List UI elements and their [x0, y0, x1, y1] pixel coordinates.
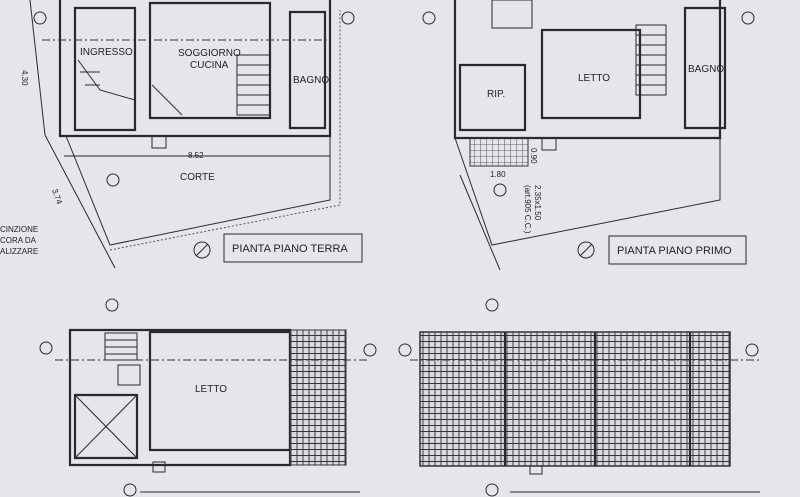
- plan-title-box: [223, 233, 363, 263]
- room-label: BAGNO: [293, 75, 329, 86]
- roof-tiles: [289, 329, 347, 466]
- section-marker-icon: [363, 343, 377, 357]
- section-marker-icon: [341, 11, 355, 25]
- north-arrow-icon: [193, 241, 211, 259]
- dimension-label: 3.74: [50, 188, 64, 206]
- dimension-label: 0.90: [529, 148, 538, 164]
- note-text: CINZIONE: [0, 225, 38, 234]
- dimension-label: 1.80: [490, 170, 506, 179]
- chimney-icon: [152, 461, 166, 473]
- section-marker-icon: [422, 11, 436, 25]
- chimney-icon: [529, 465, 543, 475]
- plan-first-floor: RIP. LETTO BAGNO 0.90 1.80 2.35x1.50 (ar…: [422, 0, 755, 271]
- section-marker-icon: [105, 298, 119, 312]
- section-marker-icon: [745, 343, 759, 357]
- plan-second-floor: LETTO: [39, 298, 377, 497]
- section-marker-icon: [398, 343, 412, 357]
- plan-title-box: [608, 235, 747, 265]
- dimension-label: 2.35x1.50: [533, 185, 542, 221]
- dimension-label: 8.52: [188, 151, 204, 160]
- section-marker-icon: [485, 483, 499, 497]
- note-text: CORA DA: [0, 236, 37, 245]
- section-marker-icon: [493, 183, 507, 197]
- plan-title: PIANTA PIANO PRIMO: [617, 245, 732, 257]
- section-marker-icon: [485, 298, 499, 312]
- room-label: CORTE: [180, 172, 215, 183]
- dimension-label: (art.905 C.C.): [523, 185, 532, 234]
- roof-tiles: [419, 331, 731, 467]
- room-label: CUCINA: [190, 60, 229, 71]
- north-arrow-icon: [577, 241, 595, 259]
- plan-roof: [398, 298, 760, 497]
- plan-title: PIANTA PIANO TERRA: [232, 243, 348, 255]
- room-label: LETTO: [195, 384, 227, 395]
- section-marker-icon: [106, 173, 120, 187]
- plan-ground-floor: INGRESSO SOGGIORNO CUCINA BAGNO CORTE 4.…: [0, 0, 363, 269]
- room-label: SOGGIORNO: [178, 48, 241, 59]
- section-marker-icon: [39, 341, 53, 355]
- section-marker-icon: [33, 11, 47, 25]
- chimney-icon: [541, 137, 557, 151]
- balcony-grid: [469, 137, 529, 167]
- room-label: INGRESSO: [80, 47, 133, 58]
- note-text: ALIZZARE: [0, 247, 38, 256]
- section-marker-icon: [741, 11, 755, 25]
- chimney-icon: [151, 135, 167, 149]
- room-label: RIP.: [487, 89, 505, 100]
- section-marker-icon: [123, 483, 137, 497]
- room-label: BAGNO: [688, 64, 724, 75]
- room-label: LETTO: [578, 73, 610, 84]
- dimension-label: 4.30: [20, 70, 29, 86]
